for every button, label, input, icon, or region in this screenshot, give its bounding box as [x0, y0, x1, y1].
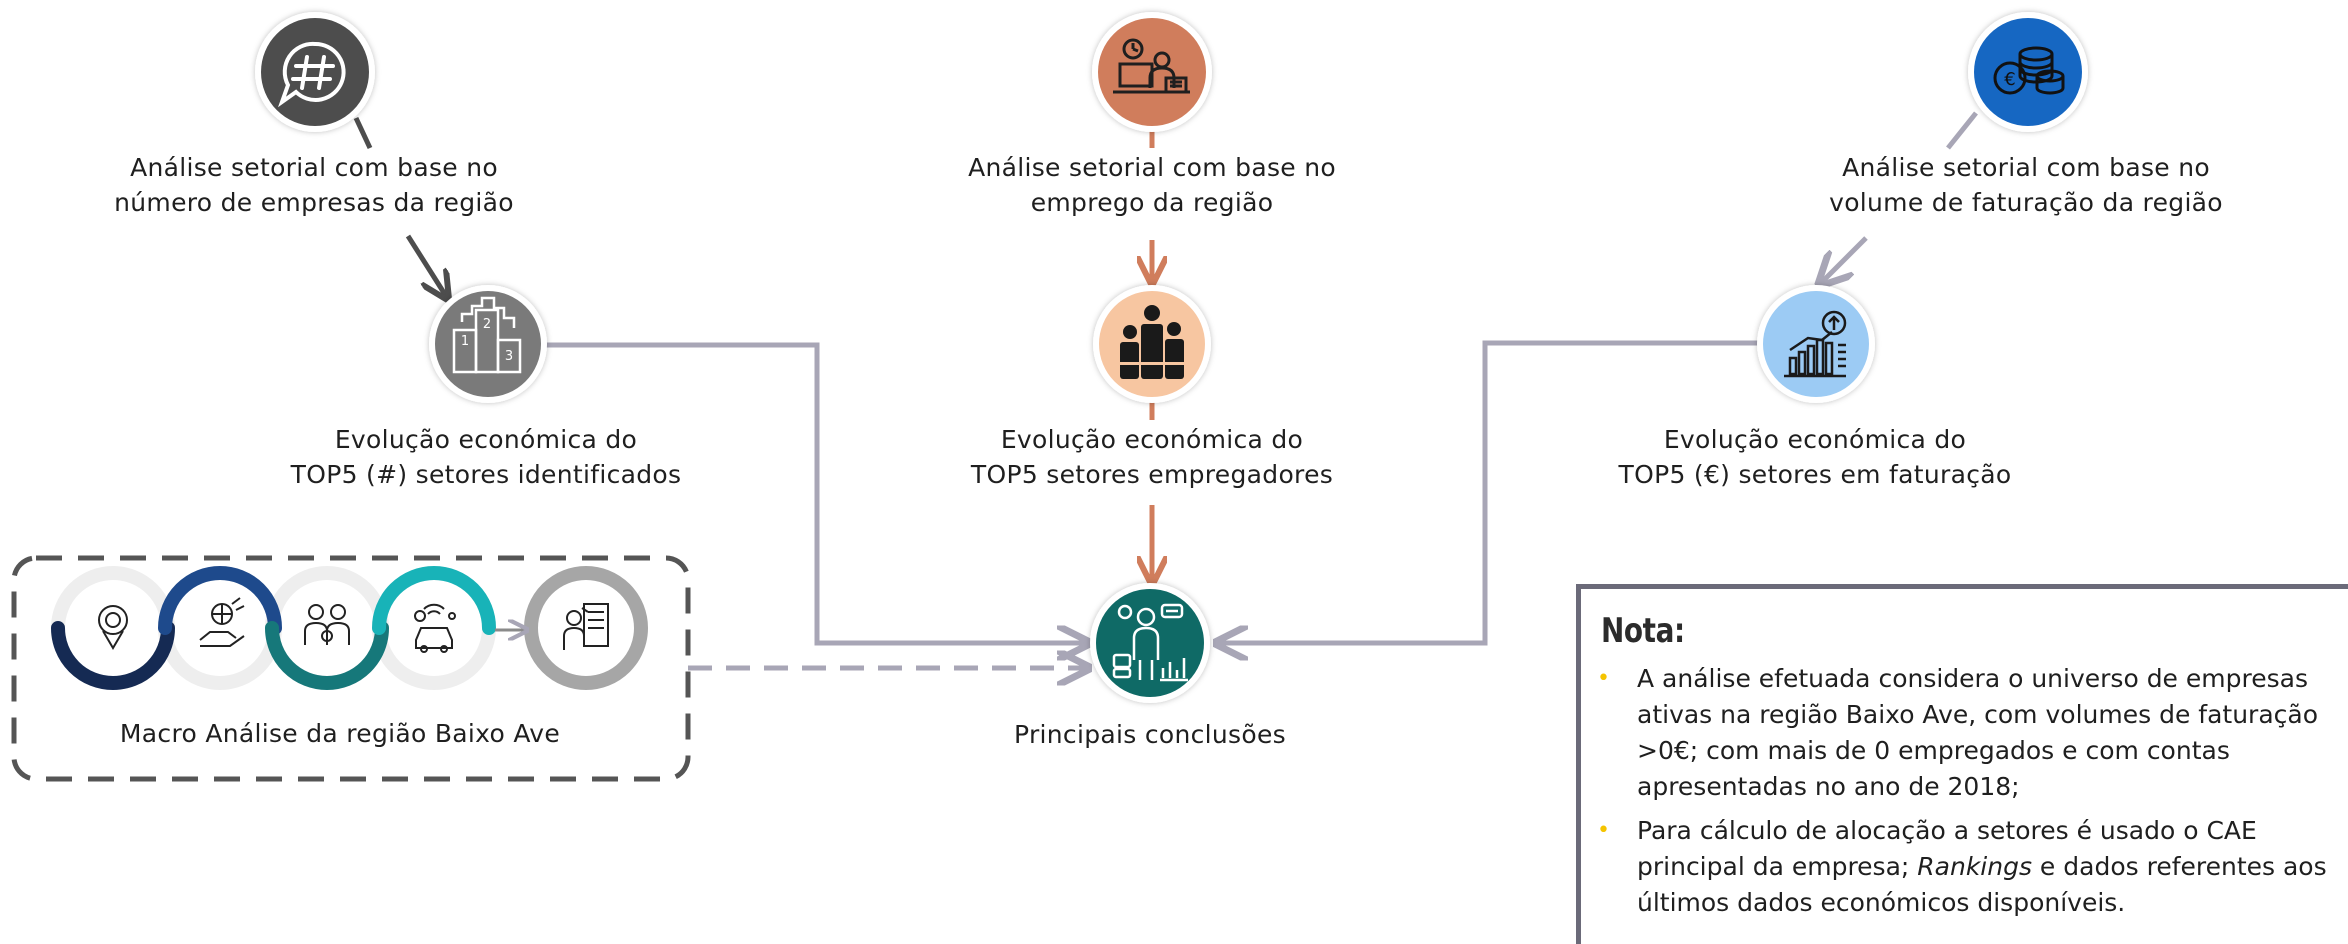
label-macro: Macro Análise da região Baixo Ave [80, 716, 600, 751]
note-box: Nota: A análise efetuada considera o uni… [1576, 584, 2348, 944]
arrow-n3-to-mid [1822, 236, 1868, 282]
macro-wave-chain [51, 566, 648, 690]
label-n1-mid: Evolução económica do TOP5 (#) setores i… [256, 422, 716, 492]
employee-desk-icon [1113, 38, 1190, 94]
node-n3-mid [1757, 285, 1875, 403]
connector-n3-pin [1946, 111, 1978, 150]
label-n2-top-line2: emprego da região [1030, 188, 1274, 217]
arrow-n1-to-mid [405, 234, 446, 296]
note-list: A análise efetuada considera o universo … [1581, 661, 2348, 929]
connector-n1-pin [353, 116, 373, 150]
connector-left-to-center [546, 342, 1085, 643]
hashtag-speech-icon [278, 41, 346, 108]
label-n1-top-line1: Análise setorial com base no [130, 153, 498, 182]
label-n2-mid: Evolução económica do TOP5 setores empre… [926, 422, 1378, 492]
analyst-presentation-icon [1112, 603, 1188, 682]
label-center: Principais conclusões [950, 717, 1350, 752]
note-title: Nota: [1601, 611, 1685, 651]
label-n3-top-line1: Análise setorial com base no [1842, 153, 2210, 182]
node-n2-mid [1093, 285, 1211, 403]
label-n2-mid-line2: TOP5 setores empregadores [970, 460, 1334, 489]
note-bullet-2: Para cálculo de alocação a setores é usa… [1581, 813, 2348, 921]
label-n1-top-line2: número de empresas da região [114, 188, 514, 217]
svg-text:1: 1 [461, 334, 469, 349]
podium-ranking-icon: 1 2 3 [452, 296, 522, 374]
euro-coins-icon: € [1993, 46, 2065, 95]
svg-text:2: 2 [483, 317, 491, 332]
svg-text:3: 3 [505, 349, 513, 364]
analysis-report-icon [563, 603, 609, 650]
label-n2-top-line1: Análise setorial com base no [968, 153, 1336, 182]
people-group-icon [1117, 305, 1187, 379]
node-n1-mid: 1 2 3 [429, 285, 547, 403]
label-n2-mid-line1: Evolução económica do [1000, 425, 1304, 454]
label-n3-top: Análise setorial com base no volume de f… [1786, 150, 2266, 220]
node-n3-top: € [1968, 12, 2088, 132]
location-pin-icon [98, 605, 128, 650]
diagram-canvas: € 1 2 3 [11, 12, 2088, 782]
label-n1-mid-line1: Evolução económica do [334, 425, 638, 454]
label-n1-mid-line2: TOP5 (#) setores identificados [290, 460, 682, 489]
note-bullet-1: A análise efetuada considera o universo … [1581, 661, 2348, 805]
label-center-text: Principais conclusões [1014, 720, 1286, 749]
node-center [1090, 583, 1210, 703]
node-n2-top [1092, 12, 1212, 132]
note-bullet-2-italic: Rankings [1917, 852, 2032, 881]
family-icon [304, 604, 350, 645]
label-n3-mid-line2: TOP5 (€) setores em faturação [1618, 460, 2012, 489]
note-bullet-1-text: A análise efetuada considera o universo … [1637, 664, 2318, 801]
svg-text:€: € [2004, 69, 2015, 90]
label-n1-top: Análise setorial com base no número de e… [88, 150, 540, 220]
node-n1-top [255, 12, 375, 132]
connector-right-to-center [1220, 340, 1760, 643]
car-connected-icon [414, 603, 456, 653]
label-macro-text: Macro Análise da região Baixo Ave [119, 719, 561, 748]
growth-chart-icon [1784, 310, 1847, 378]
label-n3-top-line2: volume de faturação da região [1829, 188, 2223, 217]
label-n2-top: Análise setorial com base no emprego da … [926, 150, 1378, 220]
macro-analysis-box [11, 555, 691, 782]
label-n3-mid: Evolução económica do TOP5 (€) setores e… [1580, 422, 2050, 492]
label-n3-mid-line1: Evolução económica do [1663, 425, 1967, 454]
note-bullet-2-text-a: Para cálculo de alocação a setores é usa… [1637, 816, 2257, 881]
global-trade-icon [199, 597, 245, 647]
note-bullet-2-text-b: e dados referentes aos últimos dados eco… [1637, 852, 2327, 917]
